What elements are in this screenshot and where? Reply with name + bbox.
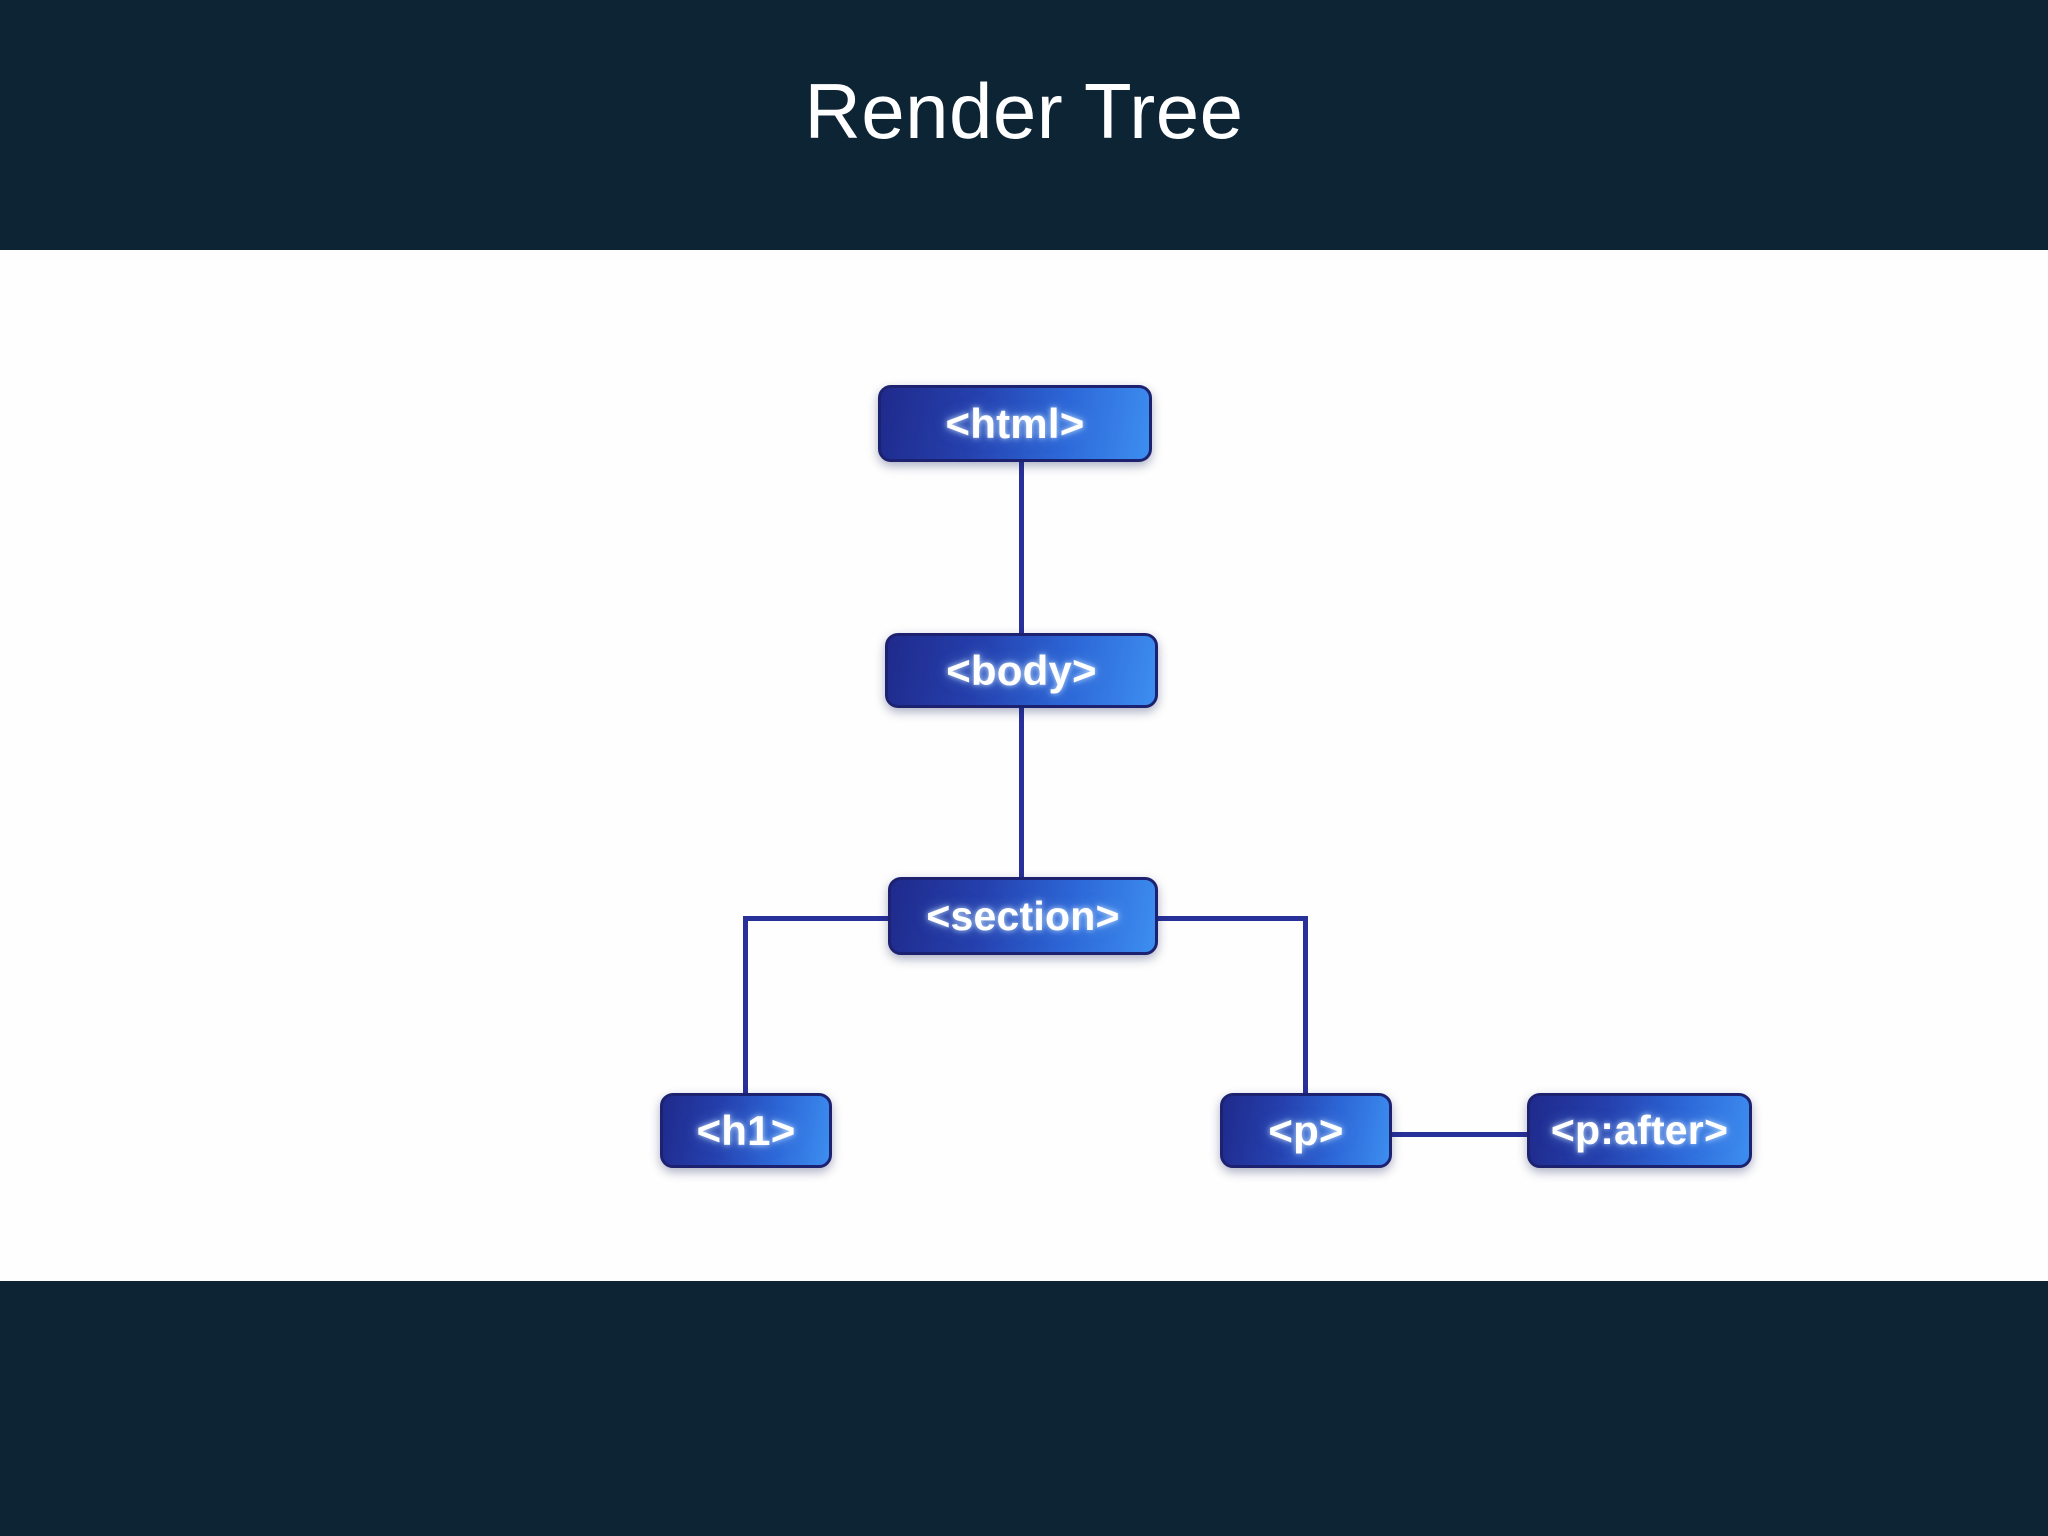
tree-node-section[interactable]: <section>	[888, 877, 1158, 955]
tree-node-p-after[interactable]: <p:after>	[1527, 1093, 1752, 1168]
tree-node-html[interactable]: <html>	[878, 385, 1152, 462]
edge-p-to-p-after	[1389, 1132, 1529, 1137]
tree-node-p[interactable]: <p>	[1220, 1093, 1392, 1168]
edge-section-to-p-vertical	[1303, 916, 1308, 1093]
edge-html-to-body	[1019, 462, 1024, 633]
edge-section-to-h1-vertical	[743, 916, 748, 1093]
footer-band	[0, 1281, 2048, 1536]
tree-node-body[interactable]: <body>	[885, 633, 1158, 708]
edge-body-to-section	[1019, 708, 1024, 877]
tree-node-h1[interactable]: <h1>	[660, 1093, 832, 1168]
header-band	[0, 0, 2048, 250]
edge-section-to-h1-horizontal	[743, 916, 891, 921]
diagram-canvas: <html> <body> <section> <h1> <p> <p:afte…	[0, 250, 2048, 1281]
page-title: Render Tree	[804, 67, 1244, 155]
edge-section-to-p-horizontal	[1155, 916, 1308, 921]
